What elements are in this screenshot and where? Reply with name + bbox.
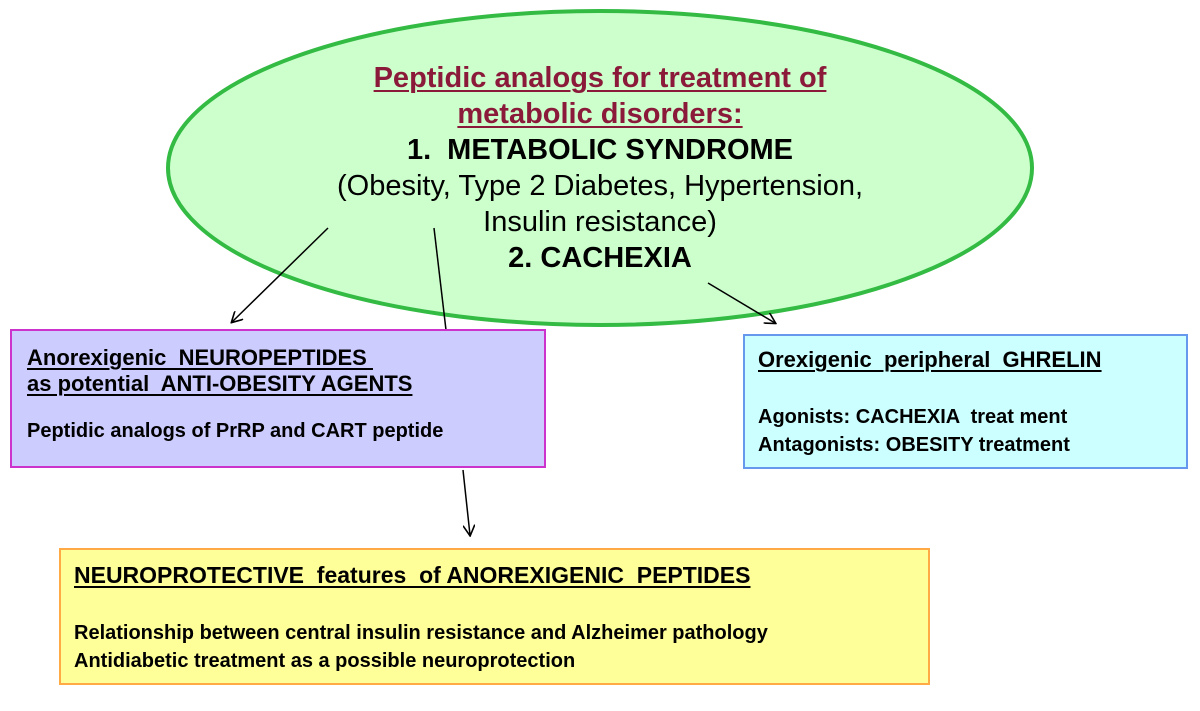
orexigenic-body-line-2: Antagonists: OBESITY treatment — [758, 434, 1070, 456]
anorexigenic-neuropeptides-box: Anorexigenic NEUROPEPTIDES as potential … — [10, 329, 546, 468]
anorexigenic-heading-line-2: as potential ANTI-OBESITY AGENTS — [27, 371, 413, 396]
anorexigenic-body-line-1: Peptidic analogs of PrRP and CART peptid… — [27, 420, 444, 442]
arrow-to-orexigenic — [707, 282, 775, 323]
metabolic-syndrome-label: METABOLIC SYNDROME — [447, 134, 794, 166]
neuroprotective-body-line-1: Relationship between central insulin res… — [74, 622, 768, 644]
orexigenic-heading: Orexigenic peripheral GHRELIN — [758, 347, 1102, 372]
arrow-to-neuroprotective — [462, 469, 470, 535]
ellipse-title-line-2: metabolic disorders: — [457, 98, 743, 130]
ellipse-title-line-1: Peptidic analogs for treatment of — [373, 62, 827, 94]
arrow-to-anorexigenic — [232, 227, 329, 322]
neuroprotective-body-line-2: Antidiabetic treatment as a possible neu… — [74, 650, 576, 672]
orexigenic-ghrelin-box: Orexigenic peripheral GHRELIN Agonists: … — [743, 334, 1188, 469]
item-number-1: 1. — [406, 134, 432, 166]
anorexigenic-heading-line-1: Anorexigenic NEUROPEPTIDES — [27, 345, 373, 370]
metabolic-syndrome-item: 1. METABOLIC SYNDROME — [265, 132, 935, 168]
orexigenic-body-line-1: Agonists: CACHEXIA treat ment — [758, 406, 1068, 428]
cachexia-item: 2. CACHEXIA — [508, 242, 692, 274]
neuroprotective-heading: NEUROPROTECTIVE features of ANOREXIGENIC… — [74, 562, 751, 588]
metabolic-syndrome-detail-line-1: (Obesity, Type 2 Diabetes, Hypertension, — [336, 170, 864, 202]
metabolic-syndrome-detail-line-2: Insulin resistance) — [483, 206, 717, 238]
topic-ellipse — [166, 9, 1034, 327]
ellipse-content: Peptidic analogs for treatment of metabo… — [265, 60, 935, 276]
connector-line-to-anorexigenic-box — [433, 227, 447, 331]
neuroprotective-features-box: NEUROPROTECTIVE features of ANOREXIGENIC… — [59, 548, 930, 685]
